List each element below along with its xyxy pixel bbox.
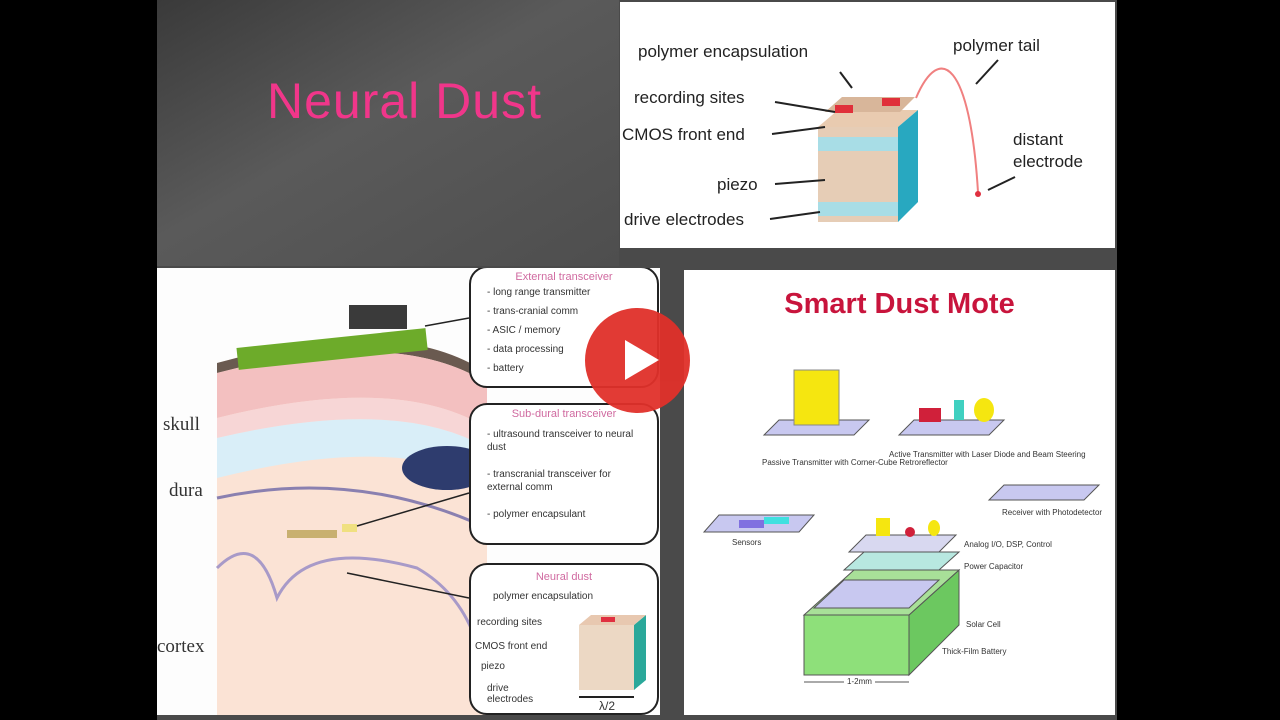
mote-label: Receiver with Photodetector	[1002, 508, 1103, 517]
neural-dust-heading: Neural dust	[535, 571, 593, 583]
neural-dust-callout: Neural dust polymer encapsulation record…	[469, 563, 659, 715]
title-background	[157, 0, 619, 266]
mote-label: 1-2mm	[844, 677, 875, 686]
subdural-item: - polymer encapsulant	[487, 509, 586, 520]
label-piezo: piezo	[717, 175, 758, 194]
label-skull: skull	[163, 414, 200, 435]
neural-dust-mini-illustration	[579, 615, 646, 698]
slide: Neural Dust polymer encapsulation record…	[157, 0, 1117, 720]
mote-label: Power Capacitor	[964, 562, 1024, 571]
label-distant-electrode: distant electrode	[1013, 130, 1083, 171]
external-item: - battery	[487, 363, 524, 374]
subdural-item: - ultrasound transceiver to neural dust	[487, 429, 634, 453]
external-item: - data processing	[487, 344, 564, 355]
subdural-heading: Sub-dural transceiver	[511, 408, 617, 420]
subdural-item: - transcranial transceiver for external …	[487, 469, 611, 493]
scale-label: λ/2	[599, 699, 616, 713]
subdural-transceiver-callout: Sub-dural transceiver - ultrasound trans…	[469, 403, 659, 545]
label-polymer-tail: polymer tail	[953, 36, 1040, 55]
external-item: - long range transmitter	[487, 287, 591, 298]
brain-implant-diagram: skull dura cortex External transceiver -…	[157, 268, 660, 715]
dust-label: piezo	[481, 661, 505, 672]
mote-label: Passive Transmitter with Corner-Cube Ret…	[762, 458, 948, 467]
mote-title: Smart Dust Mote	[784, 288, 1015, 320]
dust-label: polymer encapsulation	[493, 591, 594, 602]
dust-label: CMOS front end	[475, 641, 548, 652]
dust-label: drive electrodes	[487, 683, 534, 705]
neural-dust-mote-diagram: polymer encapsulation recording sites CM…	[620, 2, 1115, 248]
label-drive-electrodes: drive electrodes	[624, 210, 745, 229]
mote-label: Analog I/O, DSP, Control	[964, 540, 1052, 549]
mote-label: Sensors	[732, 538, 762, 547]
mote-label: Active Transmitter with Laser Diode and …	[889, 450, 1086, 459]
external-item: - ASIC / memory	[487, 325, 561, 336]
mote-label: Thick-Film Battery	[942, 647, 1007, 656]
external-item: - trans-cranial comm	[487, 306, 579, 317]
slide-title: Neural Dust	[267, 73, 542, 129]
brain-cross-section	[215, 305, 492, 715]
label-polymer-encapsulation: polymer encapsulation	[638, 42, 809, 61]
external-heading: External transceiver	[515, 271, 613, 283]
label-cmos-front-end: CMOS front end	[622, 125, 745, 144]
play-button[interactable]	[585, 308, 690, 413]
dust-label: recording sites	[477, 617, 543, 628]
label-dura: dura	[169, 480, 203, 501]
smart-dust-mote-diagram: Smart Dust Mote Passive Transmitter with…	[684, 270, 1115, 715]
mote-label: Solar Cell	[966, 620, 1001, 629]
label-recording-sites: recording sites	[634, 88, 745, 107]
mote-illustration	[702, 369, 1101, 683]
label-cortex: cortex	[157, 636, 205, 657]
mote-illustration	[769, 59, 1016, 222]
